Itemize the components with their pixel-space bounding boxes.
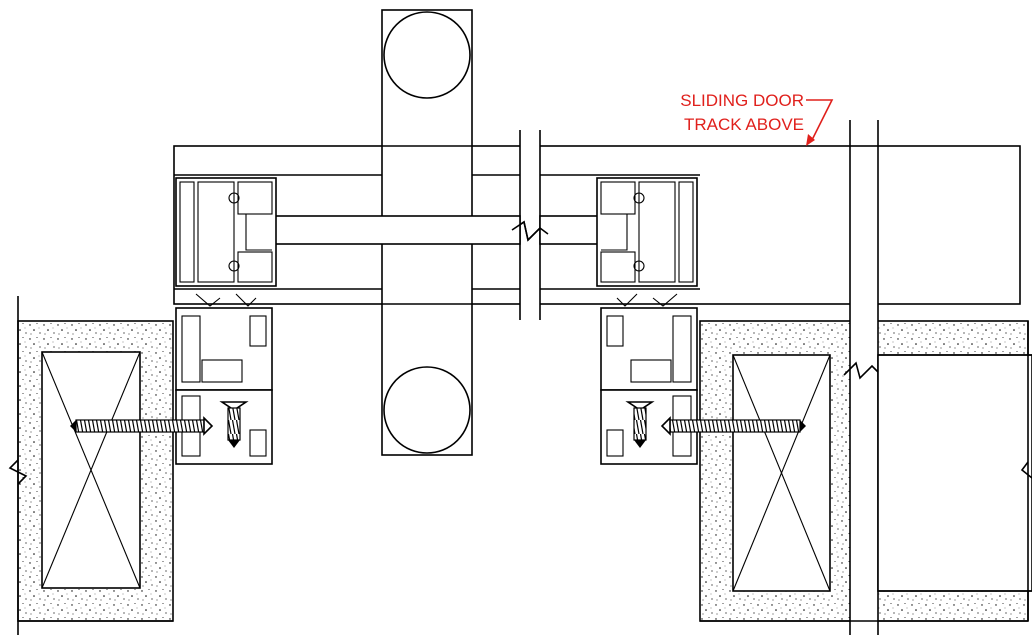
callout-line1: SLIDING DOOR: [680, 91, 804, 110]
connecting-bar: [243, 215, 625, 245]
right-lower-frame: [600, 293, 698, 465]
right-vertical-screw: [625, 401, 655, 448]
left-horizontal-screw: [70, 416, 214, 436]
callout-line2: TRACK ABOVE: [684, 115, 804, 134]
left-lower-frame: [175, 293, 273, 465]
callout-leader: [806, 99, 834, 146]
right-horizontal-screw: [660, 416, 806, 436]
left-upper-frame: [175, 177, 277, 287]
left-wall: [8, 296, 174, 635]
right-wall: [699, 120, 1032, 635]
right-upper-frame: [596, 177, 698, 287]
left-vertical-screw: [219, 401, 249, 448]
